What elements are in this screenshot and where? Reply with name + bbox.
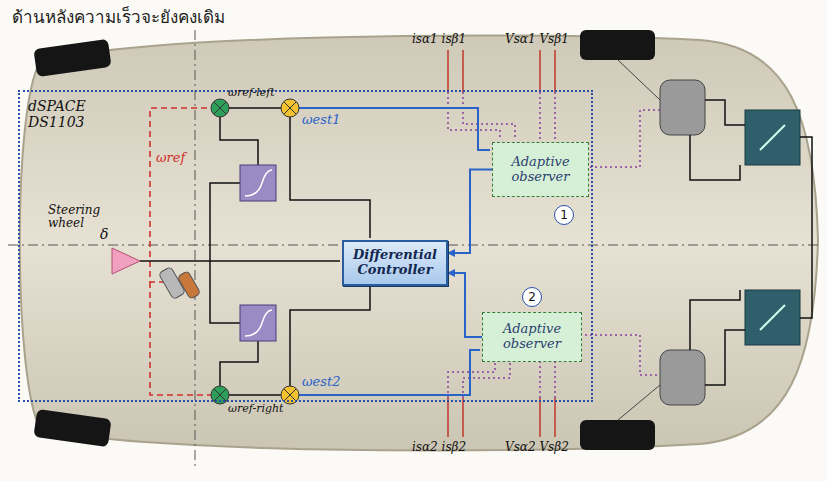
power-wires xyxy=(690,100,812,385)
signal-arrow xyxy=(448,273,482,337)
signal-name: δ xyxy=(100,226,108,242)
process-box: Differential Controller xyxy=(342,240,448,286)
signal-arrow xyxy=(448,170,492,254)
inverters xyxy=(745,110,800,345)
steering-angle xyxy=(112,248,140,274)
sensor-signals xyxy=(448,50,660,437)
controller-board: dSPACE DS1103Differential ControllerAdap… xyxy=(18,90,593,402)
motors xyxy=(618,60,705,420)
signal-name: isα1 isβ1 xyxy=(412,32,466,46)
callout-circle: 2 xyxy=(522,287,542,307)
estimated-speed-lines xyxy=(299,108,490,395)
signal-name: ωref-right xyxy=(228,402,283,415)
steering-lines xyxy=(140,108,370,395)
node-text: 2 xyxy=(528,291,536,303)
signal-name: Vsα1 Vsβ1 xyxy=(505,32,569,46)
node-text: Differential Controller xyxy=(350,248,440,278)
node-text: Adaptive observer xyxy=(489,322,575,352)
summing-junctions xyxy=(211,99,299,404)
signal-name: Vsα2 Vsβ2 xyxy=(505,440,569,454)
callout-circle: 1 xyxy=(554,205,574,225)
page-text: ด้านหลังความเร็วจะยังคงเดิม xyxy=(12,3,225,30)
gain-blocks xyxy=(240,165,276,341)
signal-name: ωref xyxy=(156,150,185,165)
observer-box: Adaptive observer xyxy=(492,142,589,197)
speed-reference-lines xyxy=(150,108,211,395)
node-text: dSPACE DS1103 xyxy=(28,98,98,130)
part-name: Steering wheel xyxy=(48,204,108,230)
wheels xyxy=(33,30,655,450)
observer-box: Adaptive observer xyxy=(482,312,582,362)
pedals xyxy=(158,267,200,300)
signal-name: ωest2 xyxy=(302,374,340,389)
signal-name: ωest1 xyxy=(302,112,340,127)
signal-name: ωref-left xyxy=(228,86,275,99)
front-axis xyxy=(195,30,196,470)
node-text: 1 xyxy=(560,209,568,221)
car-body xyxy=(20,35,818,450)
node-text: Adaptive observer xyxy=(499,155,582,185)
signal-name: isα2 isβ2 xyxy=(412,440,466,454)
